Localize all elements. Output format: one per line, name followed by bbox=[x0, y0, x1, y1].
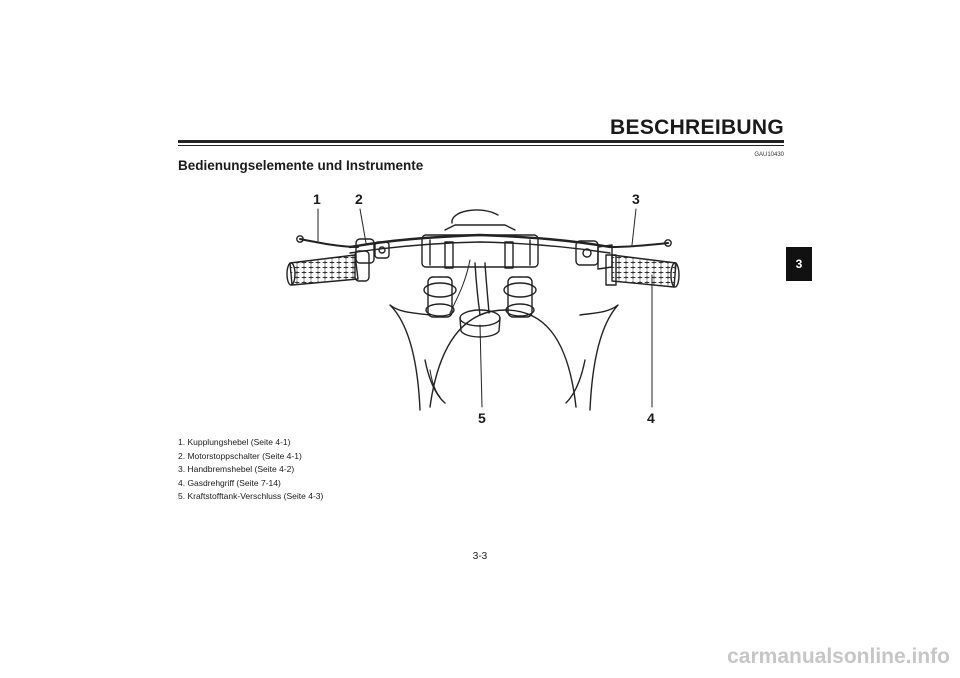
callout-3: 3 bbox=[632, 191, 640, 207]
left-grip bbox=[289, 254, 359, 286]
leader-line-5 bbox=[479, 324, 483, 408]
front-brake-lever bbox=[609, 242, 669, 248]
legend-item: 2. Motorstoppschalter (Seite 4-1) bbox=[178, 450, 302, 461]
header-rule-thick bbox=[178, 140, 784, 143]
callout-2: 2 bbox=[355, 191, 363, 207]
figure-legend: 1. Kupplungshebel (Seite 4-1) 2. Motorst… bbox=[178, 436, 323, 504]
leader-line-3 bbox=[631, 208, 637, 246]
left-fork-tube bbox=[427, 276, 453, 318]
callout-4: 4 bbox=[647, 410, 655, 426]
headlight-cowl bbox=[451, 209, 499, 224]
page-number: 3-3 bbox=[472, 551, 488, 562]
header-rule-thin bbox=[178, 145, 784, 146]
legend-item: 5. Kraftstofftank-Verschluss (Seite 4-3) bbox=[178, 491, 324, 502]
callout-5: 5 bbox=[478, 410, 486, 426]
section-title: Bedienungselemente und Instrumente bbox=[178, 158, 424, 173]
handlebar-clamp bbox=[421, 234, 539, 268]
clutch-lever bbox=[299, 238, 359, 248]
right-fork-tube bbox=[507, 276, 533, 318]
legend-item: 3. Handbremshebel (Seite 4-2) bbox=[178, 464, 295, 475]
handlebar-illustration bbox=[286, 208, 680, 411]
throttle-grip bbox=[611, 254, 677, 288]
legend-item: 4. Gasdrehgriff (Seite 7-14) bbox=[178, 477, 281, 488]
leader-line-2 bbox=[359, 208, 367, 244]
doc-code: GAU10430 bbox=[754, 152, 784, 158]
callout-1: 1 bbox=[313, 191, 321, 207]
chapter-tab: 3 bbox=[786, 247, 812, 281]
watermark: carmanualsonline.info bbox=[727, 645, 950, 668]
page-header-title: BESCHREIBUNG bbox=[610, 116, 784, 139]
legend-item: 1. Kupplungshebel (Seite 4-1) bbox=[178, 437, 291, 447]
